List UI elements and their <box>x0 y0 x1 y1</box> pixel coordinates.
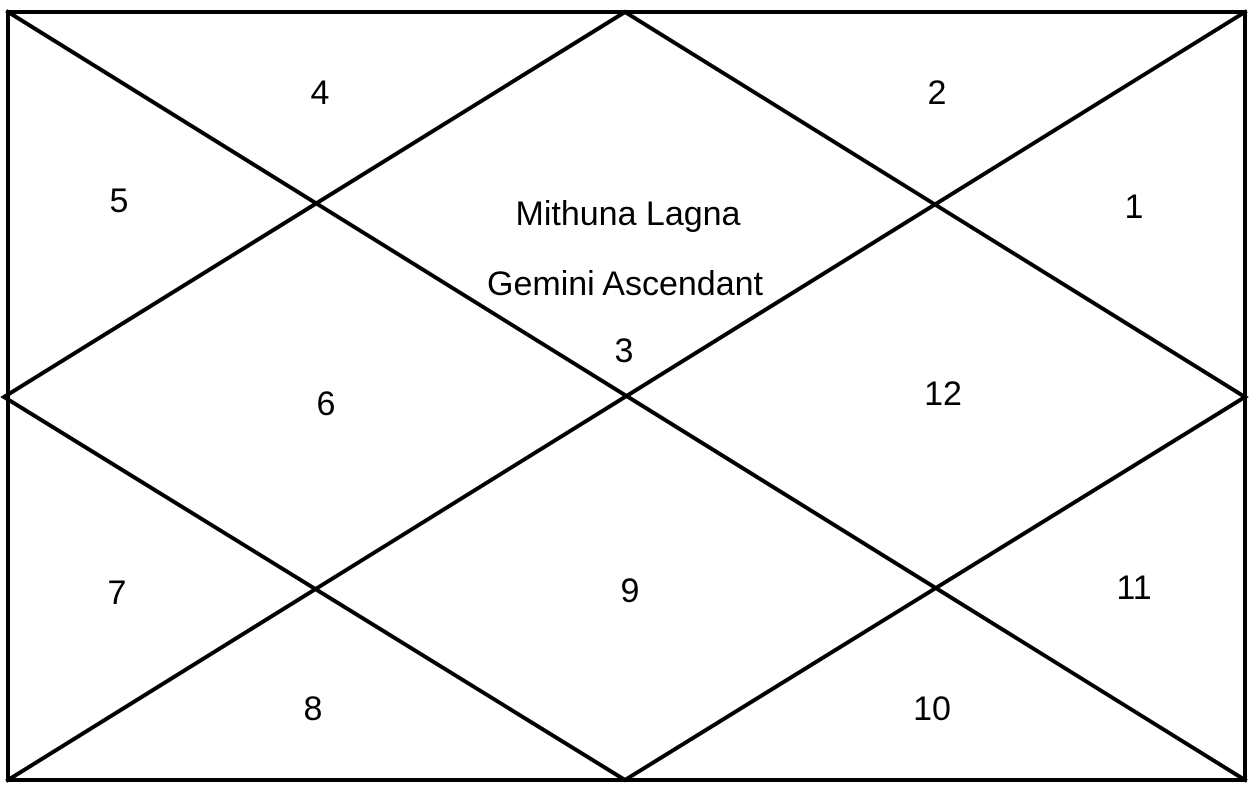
house-label-1: 1 <box>1125 188 1144 226</box>
diagonal-line-ascending <box>5 9 1248 783</box>
house-label-4: 4 <box>311 74 330 112</box>
house-label-7: 7 <box>108 574 127 612</box>
house-label-9: 9 <box>621 572 640 610</box>
house-label-10: 10 <box>913 690 951 728</box>
house-label-2: 2 <box>928 74 947 112</box>
chart-title-line2: Gemini Ascendant <box>487 265 763 303</box>
house-label-12: 12 <box>924 375 962 413</box>
house-label-8: 8 <box>304 690 323 728</box>
house-label-3: 3 <box>615 332 634 370</box>
chart-title-line1: Mithuna Lagna <box>516 195 741 233</box>
house-label-11: 11 <box>1116 569 1151 607</box>
house-label-6: 6 <box>317 385 336 423</box>
house-label-5: 5 <box>110 182 129 220</box>
inner-diamond <box>0 9 1249 783</box>
